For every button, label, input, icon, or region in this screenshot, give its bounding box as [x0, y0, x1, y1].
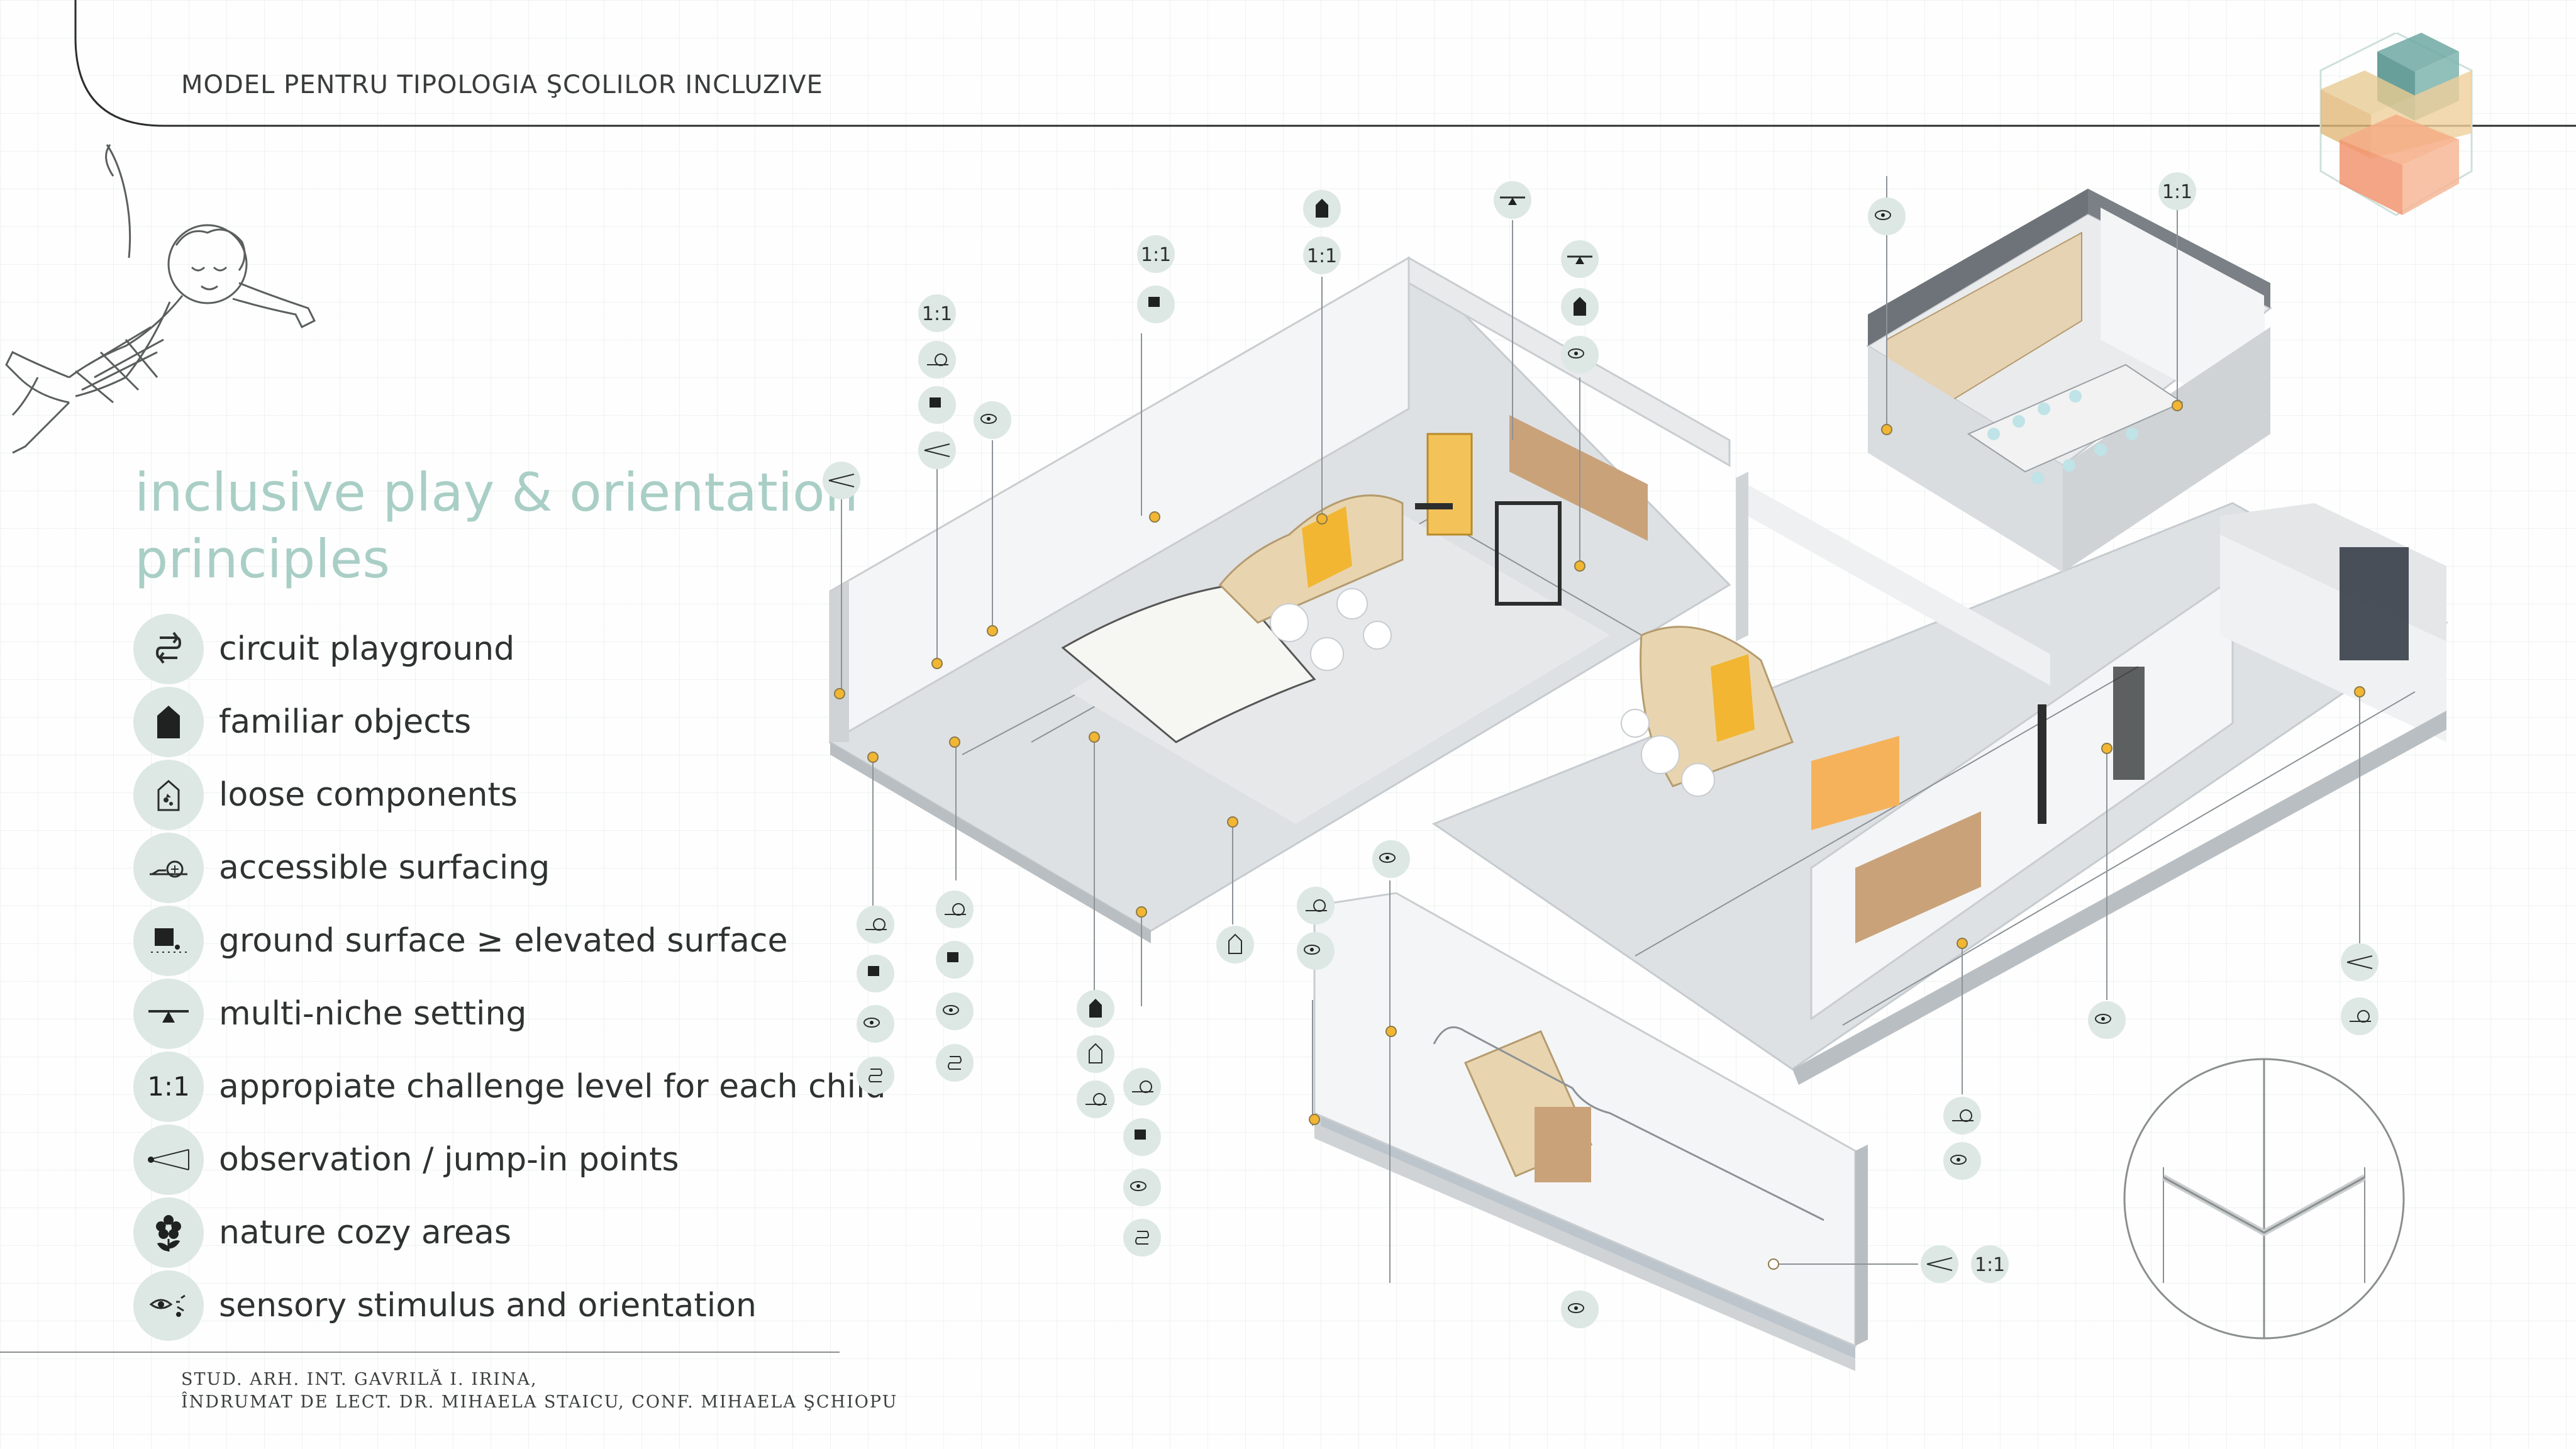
- legend-item: 1:1 appropiate challenge level for each …: [133, 1052, 888, 1122]
- wheelchair-surface-icon: [133, 833, 204, 903]
- callout-circuit-icon: [936, 1044, 974, 1082]
- callout-sensory-icon: [936, 992, 974, 1030]
- one-to-one-glyph: 1:1: [147, 1071, 190, 1102]
- svg-text:1:1: 1:1: [1975, 1254, 2005, 1276]
- legend-item: accessible surfacing: [133, 833, 888, 903]
- orientation-key-circle: [2123, 1058, 2405, 1340]
- sensory-icon: [133, 1270, 204, 1341]
- credits-line-1: STUD. ARH. INT. GAVRILĂ I. IRINA,: [181, 1370, 538, 1389]
- legend-label: sensory stimulus and orientation: [219, 1287, 757, 1324]
- callout-sensory-icon: [1123, 1169, 1161, 1206]
- legend-label: nature cozy areas: [219, 1214, 511, 1252]
- callout-sensory-icon: [1372, 840, 1410, 878]
- flower-icon: [133, 1197, 204, 1268]
- legend-item: circuit playground: [133, 614, 888, 684]
- callout-one-to-one-icon: 1:1: [2158, 172, 2196, 210]
- svg-text:1:1: 1:1: [2162, 181, 2192, 203]
- legend-item: familiar objects: [133, 687, 888, 757]
- callout-seesaw-icon: [1561, 240, 1599, 278]
- callout-one-to-one-icon: 1:1: [1971, 1245, 2009, 1283]
- callout-wheelchair-surface-icon: [1123, 1068, 1161, 1106]
- heading-line-1: inclusive play & orientation: [135, 462, 858, 523]
- callout-seesaw-icon: [1494, 181, 1531, 219]
- callout-loose-parts-icon: [1216, 926, 1254, 963]
- page-title: MODEL PENTRU TIPOLOGIA ŞCOLILOR INCLUZIV…: [181, 70, 823, 99]
- callout-sensory-icon: [1868, 197, 1906, 235]
- svg-text:1:1: 1:1: [1307, 245, 1337, 267]
- callout-sensory-icon: [857, 1005, 894, 1043]
- seesaw-icon: [133, 979, 204, 1049]
- legend-item: observation / jump-in points: [133, 1124, 888, 1195]
- callout-sensory-icon: [1561, 1291, 1599, 1328]
- svg-text:1:1: 1:1: [1141, 244, 1171, 266]
- callout-sensory-icon: [2088, 1001, 2126, 1039]
- callout-elevated-surface-icon: [918, 386, 956, 424]
- callout-wheelchair-surface-icon: [918, 341, 956, 379]
- callout-wheelchair-surface-icon: [1943, 1097, 1981, 1135]
- callout-wheelchair-surface-icon: [2341, 997, 2379, 1035]
- callout-sensory-icon: [974, 401, 1011, 439]
- legend-label: familiar objects: [219, 703, 472, 741]
- legend-item: nature cozy areas: [133, 1197, 888, 1268]
- legend-label: loose components: [219, 776, 518, 814]
- callout-elevated-surface-icon: [1123, 1118, 1161, 1156]
- legend-label: multi-niche setting: [219, 995, 527, 1033]
- callout-circuit-icon: [857, 1057, 894, 1094]
- legend-item: loose components: [133, 760, 888, 830]
- elevated-surface-icon: [133, 906, 204, 976]
- callout-wheelchair-surface-icon: [1077, 1080, 1114, 1118]
- callout-house-icon: [1303, 190, 1341, 228]
- credits-line-2: ÎNDRUMAT DE LECT. DR. MIHAELA STAICU, CO…: [181, 1392, 898, 1412]
- section-heading: inclusive play & orientation principles: [135, 459, 858, 592]
- second-playroom-model: [1431, 472, 2448, 1085]
- callout-wheelchair-surface-icon: [1297, 887, 1335, 924]
- heading-line-2: principles: [135, 528, 391, 590]
- legend-label: appropiate challenge level for each chil…: [219, 1068, 886, 1106]
- callout-wheelchair-surface-icon: [857, 906, 894, 943]
- conference-room-model: [1866, 189, 2272, 572]
- child-sketch-illustration: [5, 144, 316, 454]
- svg-text:1:1: 1:1: [922, 303, 952, 325]
- legend-label: observation / jump-in points: [219, 1141, 679, 1179]
- callout-sensory-icon: [1561, 336, 1599, 374]
- diagram-callouts: 1:1 1:1 1:1 1:1 1:1: [823, 172, 2379, 1328]
- legend-item: multi-niche setting: [133, 979, 888, 1049]
- callout-observation-icon: [2341, 943, 2379, 981]
- logo: [2319, 33, 2473, 216]
- legend-label: accessible surfacing: [219, 849, 550, 887]
- callout-elevated-surface-icon: [1137, 286, 1175, 323]
- callout-observation-icon: [1921, 1245, 1958, 1283]
- circuit-icon: [133, 614, 204, 684]
- callout-house-icon: [1561, 288, 1599, 326]
- legend-label: ground surface ≥ elevated surface: [219, 922, 788, 960]
- callout-circuit-icon: [1123, 1219, 1161, 1257]
- house-icon: [133, 687, 204, 757]
- callout-house-icon: [1077, 990, 1114, 1028]
- legend-item: ground surface ≥ elevated surface: [133, 906, 888, 976]
- credits: STUD. ARH. INT. GAVRILĂ I. IRINA, ÎNDRUM…: [181, 1368, 897, 1414]
- callout-one-to-one-icon: 1:1: [1137, 235, 1175, 273]
- callout-sensory-icon: [1297, 932, 1335, 970]
- callout-observation-icon: [918, 431, 956, 469]
- callout-loose-parts-icon: [1077, 1035, 1114, 1073]
- one-to-one-icon: 1:1: [133, 1052, 204, 1122]
- observation-icon: [133, 1124, 204, 1195]
- callout-one-to-one-icon: 1:1: [918, 294, 956, 332]
- callout-observation-icon: [823, 462, 860, 499]
- loose-parts-icon: [133, 760, 204, 830]
- legend-item: sensory stimulus and orientation: [133, 1270, 888, 1341]
- callout-wheelchair-surface-icon: [936, 891, 974, 928]
- callout-elevated-surface-icon: [936, 941, 974, 979]
- legend-label: circuit playground: [219, 630, 515, 668]
- callout-sensory-icon: [1943, 1142, 1981, 1180]
- callout-one-to-one-icon: 1:1: [1303, 236, 1341, 274]
- callout-elevated-surface-icon: [857, 955, 894, 992]
- main-playroom-model: [828, 256, 1731, 943]
